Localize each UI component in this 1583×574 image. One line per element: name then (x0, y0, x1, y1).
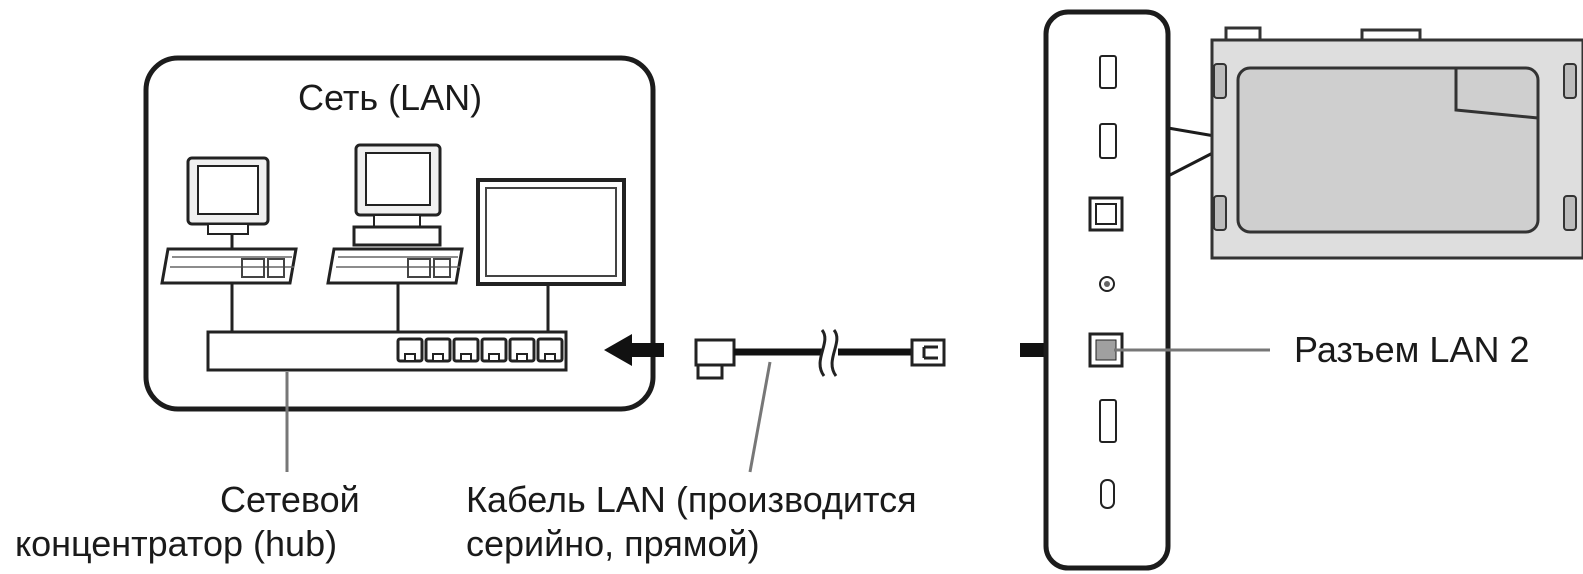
lan2-port-icon (1088, 332, 1124, 368)
terminal-panel (1043, 9, 1171, 571)
cable-leader-line (748, 361, 772, 473)
port-label: Разъем LAN 2 (1294, 329, 1530, 370)
computer-1-icon (160, 156, 298, 332)
cable-label-line1: Кабель LAN (производится (466, 479, 917, 520)
hub-label-line2: концентратор (hub) (15, 523, 338, 564)
lan-cable-icon (694, 329, 946, 380)
display-back-icon (1210, 26, 1583, 260)
network-hub (206, 330, 568, 372)
arrow-to-hub-icon (604, 334, 664, 366)
cable-label-line2: серийно, прямой) (466, 523, 760, 564)
network-title: Сеть (LAN) (298, 77, 483, 118)
computer-2-icon (326, 143, 464, 332)
hub-label-line1: Сетевой (220, 479, 360, 520)
network-display-icon (476, 178, 626, 332)
